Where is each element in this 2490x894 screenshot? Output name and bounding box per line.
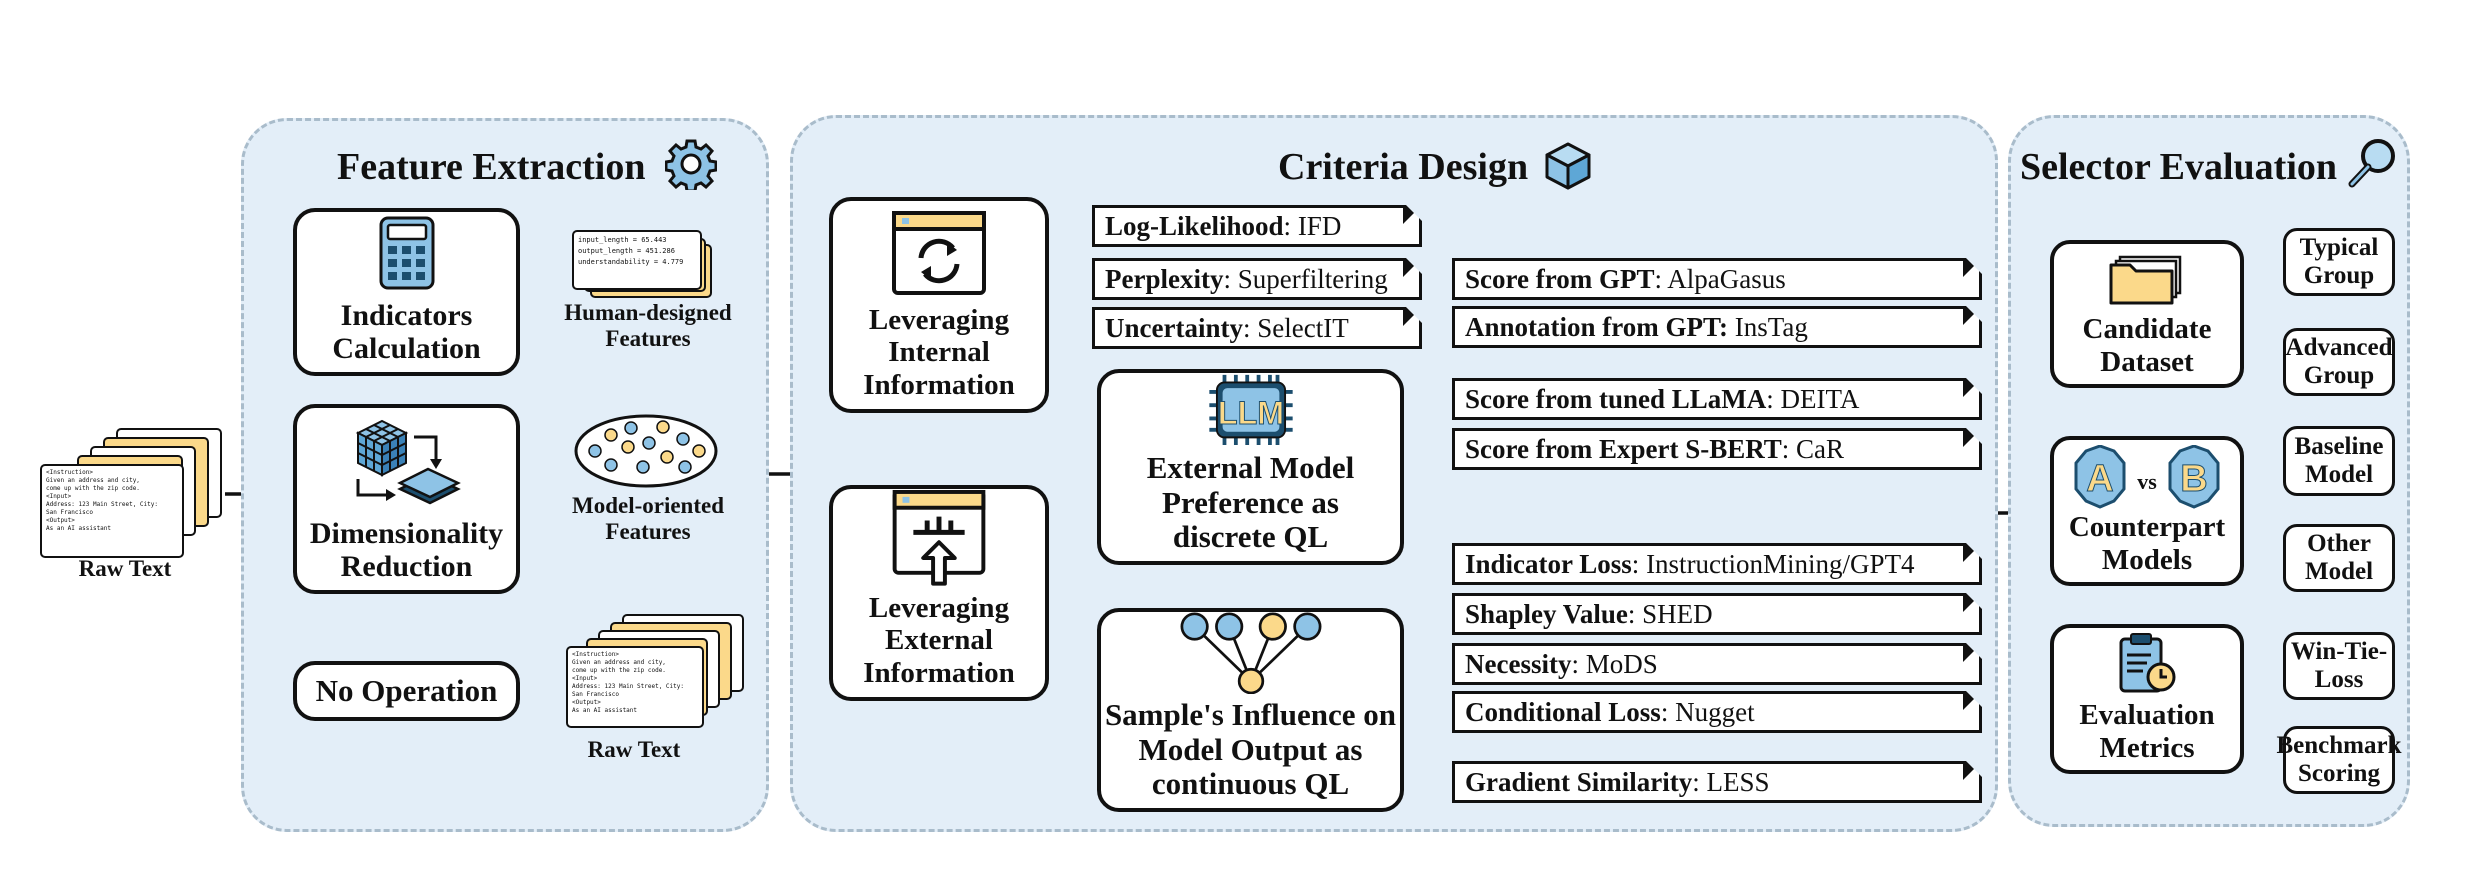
human-features-label: Human-designed Features [564, 300, 732, 352]
scatter-ellipse-icon [574, 414, 718, 488]
llm-chip-icon: LLM [1208, 374, 1293, 445]
candidate-dataset-label: Candidate Dataset [2082, 313, 2212, 378]
folder-icon [2109, 255, 2182, 305]
other-model-option: Other Model [2283, 524, 2395, 592]
criteria-design-title: Criteria Design [1278, 146, 1529, 188]
item-value: AlpaGasus [1667, 264, 1786, 294]
influence-item: Gradient Similarity: LESS [1452, 761, 1982, 803]
internal-information-label: Leveraging Internal Information [863, 303, 1015, 401]
item-value: InstructionMining/GPT4 [1646, 549, 1915, 579]
item-key: Log-Likelihood [1105, 211, 1284, 241]
item-key: Indicator Loss [1465, 549, 1632, 579]
model-b-letter: B [2180, 458, 2207, 500]
raw-text-output-label: Raw Text [587, 737, 681, 762]
no-operation-label: No Operation [315, 672, 498, 708]
preference-item: Score from Expert S-BERT: CaR [1452, 428, 1982, 470]
indicators-calculation-label: Indicators Calculation [332, 298, 481, 366]
item-value: SelectIT [1257, 313, 1349, 343]
internal-information-box: Leveraging Internal Information [829, 197, 1049, 413]
raw-text-output-snippet: <Instruction> Given an address and city,… [566, 646, 704, 728]
cube-icon [1545, 142, 1591, 190]
external-information-box: Leveraging External Information [829, 485, 1049, 701]
model-a-letter: A [2086, 458, 2113, 500]
refresh-window-icon [892, 210, 986, 295]
influence-item: Conditional Loss: Nugget [1452, 691, 1982, 733]
clipboard-clock-icon [2119, 633, 2176, 693]
external-information-label: Leveraging External Information [863, 591, 1015, 689]
typical-group-option: Typical Group [2283, 228, 2395, 296]
win-tie-loss-option: Win-Tie-Loss [2283, 632, 2395, 700]
item-value: DEITA [1780, 384, 1860, 414]
influence-item: Necessity: MoDS [1452, 643, 1982, 685]
item-key: Score from tuned LLaMA [1465, 384, 1767, 414]
item-value: Superfiltering [1237, 264, 1388, 294]
raw-text-snippet: <Instruction> Given an address and city,… [40, 464, 184, 558]
influence-label: Sample's Influence on Model Output as co… [1104, 696, 1397, 802]
dimensionality-reduction-label: Dimensionality Reduction [309, 516, 504, 584]
indicators-calculation-box: Indicators Calculation [293, 208, 520, 376]
llm-chip-text: LLM [1217, 395, 1283, 431]
item-key: Necessity [1465, 649, 1572, 679]
neural-network-icon [1180, 612, 1321, 694]
dimensionality-reduction-box: Dimensionality Reduction [293, 404, 520, 594]
counterpart-models-label: Counterpart Models [2068, 511, 2226, 576]
item-value: InsTag [1734, 312, 1808, 342]
internal-item: Perplexity: Superfiltering [1092, 258, 1422, 300]
item-value: LESS [1706, 767, 1770, 797]
influence-item: Indicator Loss: InstructionMining/GPT4 [1452, 543, 1982, 585]
item-value: MoDS [1585, 649, 1658, 679]
upload-window-icon [892, 489, 986, 586]
item-key: Conditional Loss [1465, 697, 1661, 727]
preference-item: Annotation from GPT: InsTag [1452, 306, 1982, 348]
calculator-icon [379, 216, 434, 290]
candidate-dataset-box: Candidate Dataset [2050, 240, 2244, 388]
model-preference-box: LLM External Model Preference as discret… [1097, 369, 1404, 565]
model-features-label: Model-oriented Features [571, 493, 724, 545]
raw-text-label: Raw Text [78, 556, 172, 581]
internal-item: Log-Likelihood: IFD [1092, 205, 1422, 247]
item-key: Perplexity [1105, 264, 1224, 294]
preference-item: Score from GPT: AlpaGasus [1452, 258, 1982, 300]
feature-extraction-title: Feature Extraction [337, 146, 646, 188]
model-preference-label: External Model Preference as discrete QL [1146, 449, 1355, 555]
magnifier-icon [2348, 139, 2395, 188]
item-value: SHED [1642, 599, 1713, 629]
item-value: CaR [1796, 434, 1845, 464]
versus-text: vs [2137, 469, 2157, 494]
evaluation-metrics-box: Evaluation Metrics [2050, 624, 2244, 774]
gear-icon [665, 139, 717, 190]
item-key: Score from Expert S-BERT [1465, 434, 1782, 464]
selector-evaluation-title: Selector Evaluation [2020, 146, 2338, 188]
no-operation-box: No Operation [293, 661, 520, 721]
item-key: Uncertainty [1105, 313, 1243, 343]
baseline-model-option: Baseline Model [2283, 426, 2395, 496]
item-value: Nugget [1675, 697, 1755, 727]
advanced-group-option: Advanced Group [2283, 328, 2395, 396]
influence-box: Sample's Influence on Model Output as co… [1097, 608, 1404, 812]
item-key: Annotation from GPT: [1465, 312, 1728, 342]
preference-item: Score from tuned LLaMA: DEITA [1452, 378, 1982, 420]
human-features-snippet: input_length = 65.443 output_length = 45… [572, 230, 702, 290]
cube-layers-icon [355, 419, 461, 505]
item-key: Gradient Similarity [1465, 767, 1693, 797]
benchmark-scoring-option: Benchmark Scoring [2277, 726, 2402, 794]
versus-icon: A vs B [2074, 445, 2220, 509]
item-value: IFD [1297, 211, 1342, 241]
item-key: Score from GPT [1465, 264, 1655, 294]
evaluation-metrics-label: Evaluation Metrics [2079, 699, 2215, 764]
influence-item: Shapley Value: SHED [1452, 593, 1982, 635]
counterpart-models-box: A vs B Counterpart Models [2050, 436, 2244, 586]
internal-item: Uncertainty: SelectIT [1092, 307, 1422, 349]
item-key: Shapley Value [1465, 599, 1628, 629]
